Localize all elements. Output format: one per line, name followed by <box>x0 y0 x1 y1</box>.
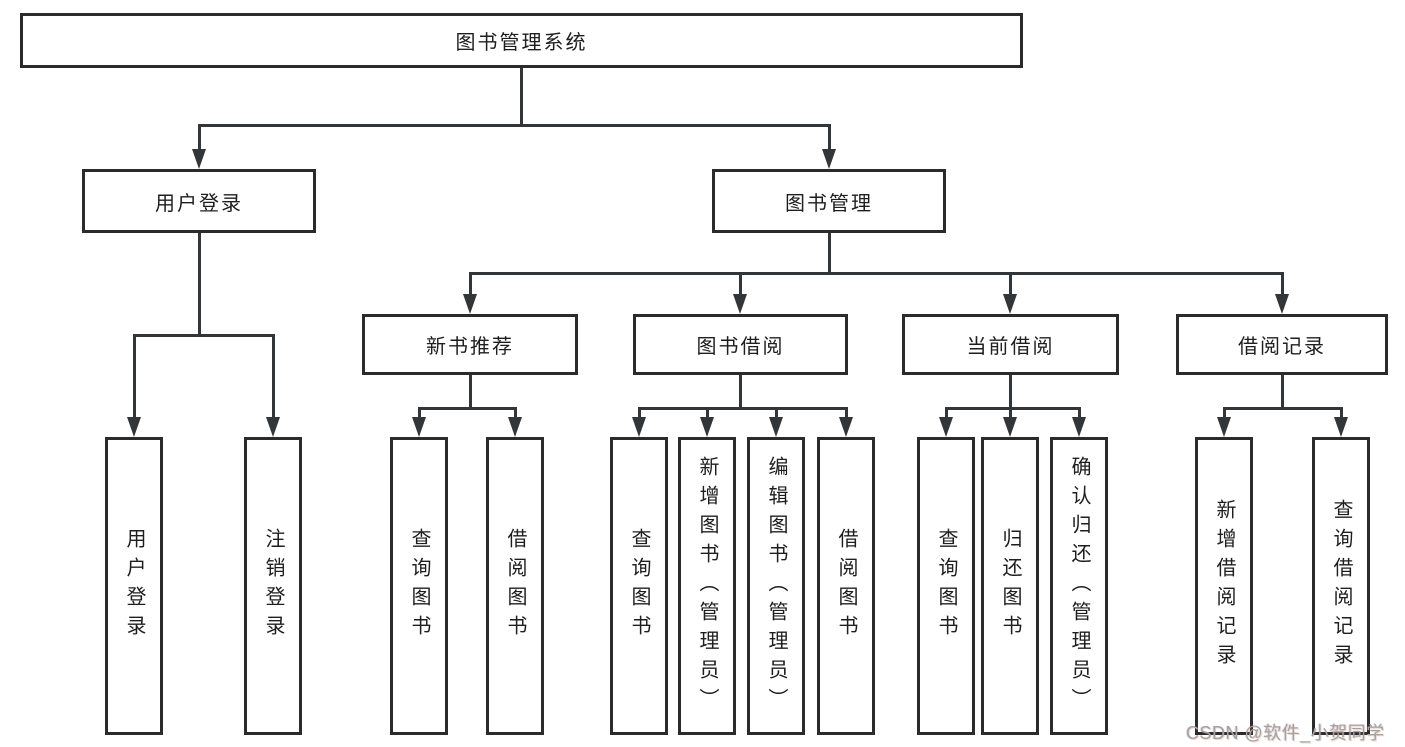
arrow-currentborrow-return-icon <box>1003 417 1017 437</box>
connector-userlogin-drop-2 <box>272 334 275 419</box>
node-user-login: 用户登录 <box>82 169 316 233</box>
node-borrow-records-label: 借阅记录 <box>1238 336 1326 358</box>
node-logout-action: 注销登录 <box>244 437 302 735</box>
node-current-borrowing-label: 当前借阅 <box>966 336 1055 358</box>
connector-bookborrow-drop-4 <box>845 407 848 419</box>
node-borrow-borrow-books-label: 借阅图书 <box>835 528 857 644</box>
node-current-query-books-label: 查询图书 <box>935 528 957 644</box>
watermark: CSDN @软件_小贺同学 <box>1186 723 1385 743</box>
connector-bookborrow-hline <box>638 407 848 410</box>
arrow-to-currentborrow-icon <box>1003 294 1017 314</box>
connector-bookborrow-drop-1 <box>638 407 641 419</box>
arrow-records-add-icon <box>1217 417 1231 437</box>
node-current-return-books: 归还图书 <box>981 437 1039 735</box>
node-new-book-recommend-label: 新书推荐 <box>426 336 514 358</box>
connector-records-drop-1 <box>1223 407 1226 419</box>
arrow-records-query-icon <box>1334 417 1348 437</box>
connector-currentborrow-stem <box>1009 375 1012 407</box>
node-logout-action-label: 注销登录 <box>262 528 284 644</box>
connector-newbook-drop-1 <box>418 407 421 419</box>
node-user-login-label: 用户登录 <box>155 192 243 215</box>
arrow-bookborrow-borrow-icon <box>839 417 853 437</box>
node-borrow-query-books-label: 查询图书 <box>628 528 650 644</box>
node-borrow-borrow-books: 借阅图书 <box>817 437 875 735</box>
node-book-management-label: 图书管理 <box>785 192 873 215</box>
node-current-confirm-return-admin: 确认归还（管理员） <box>1050 437 1108 735</box>
arrow-to-login-leaf-icon <box>127 417 141 437</box>
connector-root-hline <box>198 124 831 127</box>
connector-bookmgmt-hline <box>469 272 1284 275</box>
arrow-to-bookborrow-icon <box>733 294 747 314</box>
node-new-book-recommend: 新书推荐 <box>362 314 578 375</box>
node-current-confirm-return-admin-label: 确认归还（管理员） <box>1068 455 1090 717</box>
connector-bookborrow-stem <box>739 375 742 407</box>
arrow-to-user-login-icon <box>192 149 206 169</box>
connector-userlogin-hline <box>133 334 275 337</box>
node-borrow-query-books: 查询图书 <box>610 437 668 735</box>
connector-root-drop-right <box>828 124 831 152</box>
connector-root-stem <box>520 68 523 124</box>
connector-newbook-stem <box>469 375 472 407</box>
arrow-bookborrow-add-icon <box>700 417 714 437</box>
node-records-add-record: 新增借阅记录 <box>1195 437 1253 735</box>
arrow-to-borrowrecords-icon <box>1275 294 1289 314</box>
arrow-currentborrow-confirm-icon <box>1072 417 1086 437</box>
node-current-query-books: 查询图书 <box>917 437 975 735</box>
node-book-borrowing: 图书借阅 <box>633 314 848 375</box>
node-borrow-add-books-admin: 新增图书（管理员） <box>678 437 736 735</box>
node-current-borrowing: 当前借阅 <box>902 314 1119 375</box>
arrow-to-newbook-icon <box>463 294 477 314</box>
connector-bookborrow-drop-3 <box>775 407 778 419</box>
node-root-label: 图书管理系统 <box>455 32 588 54</box>
connector-records-hline <box>1223 407 1343 410</box>
connector-userlogin-stem <box>198 233 201 334</box>
node-borrow-edit-books-admin-label: 编辑图书（管理员） <box>765 455 787 717</box>
connector-bookmgmt-drop-4 <box>1281 272 1284 296</box>
arrow-bookborrow-edit-icon <box>769 417 783 437</box>
connector-currentborrow-drop-3 <box>1078 407 1081 419</box>
connector-newbook-drop-2 <box>514 407 517 419</box>
connector-userlogin-drop-1 <box>133 334 136 419</box>
connector-currentborrow-hline <box>945 407 1081 410</box>
connector-currentborrow-drop-1 <box>945 407 948 419</box>
connector-bookmgmt-drop-2 <box>739 272 742 296</box>
node-records-add-record-label: 新增借阅记录 <box>1213 499 1235 673</box>
arrow-to-book-management-icon <box>822 149 836 169</box>
connector-bookmgmt-stem <box>828 233 831 272</box>
arrow-bookborrow-query-icon <box>632 417 646 437</box>
connector-newbook-hline <box>418 407 517 410</box>
arrow-newbook-borrow-icon <box>508 417 522 437</box>
node-newbook-query-books-label: 查询图书 <box>408 528 430 644</box>
node-root: 图书管理系统 <box>20 13 1023 68</box>
connector-records-drop-2 <box>1340 407 1343 419</box>
connector-records-stem <box>1281 375 1284 407</box>
node-current-return-books-label: 归还图书 <box>999 528 1021 644</box>
node-newbook-borrow-books-label: 借阅图书 <box>504 528 526 644</box>
arrow-to-logout-leaf-icon <box>266 417 280 437</box>
arrow-currentborrow-query-icon <box>939 417 953 437</box>
connector-bookborrow-drop-2 <box>706 407 709 419</box>
connector-currentborrow-drop-2 <box>1009 407 1012 419</box>
node-borrow-records: 借阅记录 <box>1176 314 1388 375</box>
node-newbook-query-books: 查询图书 <box>390 437 448 735</box>
arrow-newbook-query-icon <box>412 417 426 437</box>
node-borrow-edit-books-admin: 编辑图书（管理员） <box>747 437 805 735</box>
node-book-management: 图书管理 <box>712 169 946 233</box>
node-user-login-action: 用户登录 <box>105 437 163 735</box>
connector-bookmgmt-drop-1 <box>469 272 472 296</box>
connector-bookmgmt-drop-3 <box>1009 272 1012 296</box>
node-book-borrowing-label: 图书借阅 <box>696 336 785 358</box>
node-user-login-action-label: 用户登录 <box>123 528 145 644</box>
node-records-query-record-label: 查询借阅记录 <box>1330 499 1352 673</box>
node-records-query-record: 查询借阅记录 <box>1312 437 1370 735</box>
connector-root-drop-left <box>198 124 201 152</box>
node-newbook-borrow-books: 借阅图书 <box>486 437 544 735</box>
node-borrow-add-books-admin-label: 新增图书（管理员） <box>696 455 718 717</box>
